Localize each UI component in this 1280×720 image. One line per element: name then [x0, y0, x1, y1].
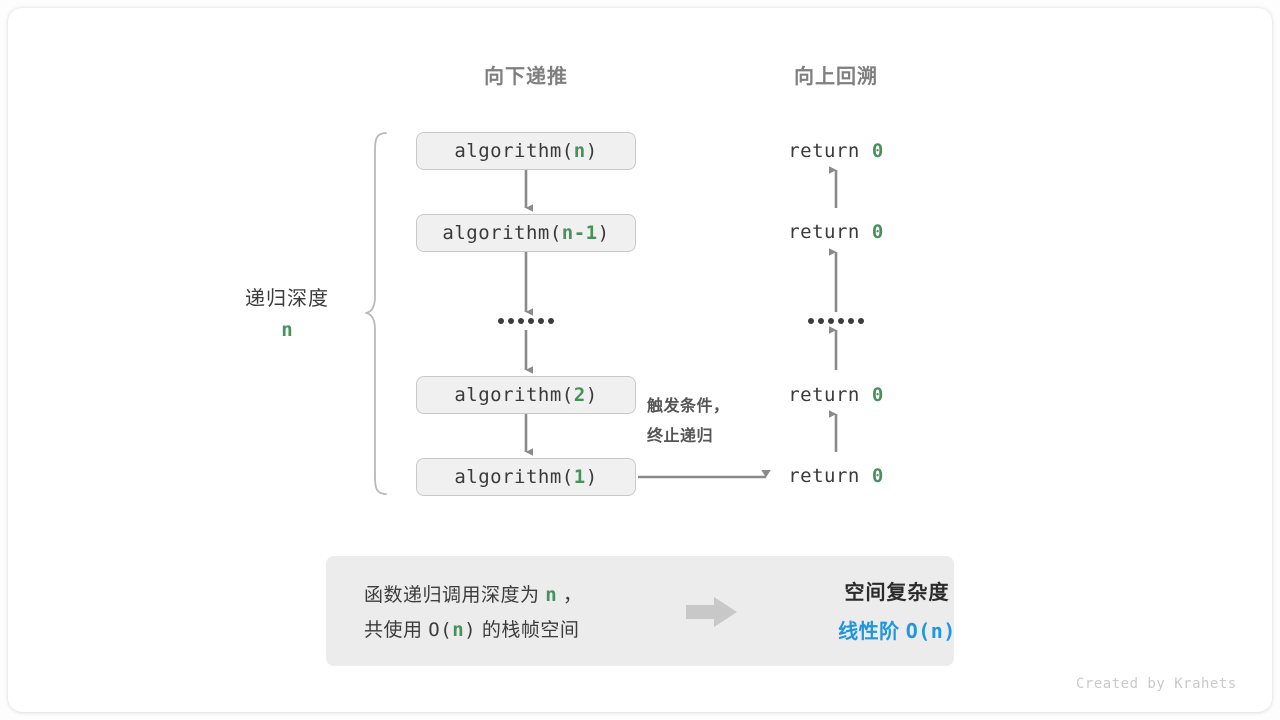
ellipsis-dots-right: [808, 318, 864, 324]
summary-line2-var: n: [452, 619, 465, 641]
call-box-suffix: ): [585, 384, 598, 406]
credit-text: Created by Krahets: [1076, 676, 1237, 692]
summary-line2-bigo: O(: [428, 619, 453, 641]
termination-annotation-line2: 终止递归: [647, 428, 714, 445]
call-box-arg: n-1: [561, 222, 598, 244]
return-statement: return 0: [788, 221, 884, 243]
column-header-downward: 向下递推: [484, 66, 568, 88]
summary-conclusion-value: 线性阶 O(n): [838, 615, 956, 644]
call-box-arg: 1: [573, 466, 586, 488]
return-statement: return 0: [788, 384, 884, 406]
recursion-depth-text: 递归深度: [245, 288, 329, 310]
call-box-suffix: ): [585, 140, 598, 162]
summary-line1-comma: ，: [563, 585, 583, 606]
call-box-suffix: ): [597, 222, 610, 244]
return-keyword: return: [788, 465, 860, 487]
call-box: algorithm(n-1): [416, 214, 636, 252]
call-box: algorithm(2): [416, 376, 636, 414]
return-value: 0: [871, 384, 884, 406]
call-box-prefix: algorithm(: [454, 466, 574, 488]
summary-conclusion-title: 空间复杂度: [844, 582, 950, 604]
recursion-depth-value: n: [281, 319, 293, 341]
call-box-arg: 2: [573, 384, 586, 406]
call-box-arg: n: [573, 140, 586, 162]
return-statement: return 0: [788, 140, 884, 162]
return-statement: return 0: [788, 465, 884, 487]
column-header-upward: 向上回溯: [794, 66, 878, 88]
return-keyword: return: [788, 221, 860, 243]
summary-line1-text: 函数递归调用深度为: [364, 585, 540, 606]
return-value: 0: [871, 465, 884, 487]
call-box: algorithm(n): [416, 132, 636, 170]
call-box-prefix: algorithm(: [442, 222, 562, 244]
return-value: 0: [871, 221, 884, 243]
summary-line1-var: n: [545, 584, 558, 606]
return-value: 0: [871, 140, 884, 162]
summary-panel: 函数递归调用深度为 n ， 共使用 O(n) 的栈帧空间 空间复杂度 线性阶 O…: [326, 556, 956, 666]
return-keyword: return: [788, 384, 860, 406]
call-box: algorithm(1): [416, 458, 636, 496]
summary-conclusion-order: 线性阶: [838, 621, 900, 643]
summary-line2-paren: ): [464, 619, 477, 641]
summary-conclusion-notation: O(n): [905, 619, 956, 643]
summary-conclusion: 空间复杂度 线性阶 O(n): [838, 576, 956, 644]
call-box-prefix: algorithm(: [454, 384, 574, 406]
summary-description: 函数递归调用深度为 n ， 共使用 O(n) 的栈帧空间: [364, 578, 583, 648]
summary-line-2: 共使用 O(n) 的栈帧空间: [364, 613, 583, 648]
termination-annotation: 触发条件， 终止递归: [647, 392, 730, 452]
termination-annotation-line1: 触发条件，: [647, 398, 730, 415]
summary-line2-text: 共使用: [364, 620, 423, 641]
right-block-arrow-icon: [686, 597, 737, 627]
call-box-suffix: ): [585, 466, 598, 488]
return-keyword: return: [788, 140, 860, 162]
call-box-prefix: algorithm(: [454, 140, 574, 162]
summary-line2-tail: 的栈帧空间: [481, 620, 580, 641]
recursion-depth-label: 递归深度 n: [245, 282, 329, 341]
summary-line-1: 函数递归调用深度为 n ，: [364, 578, 583, 613]
ellipsis-dots-left: [498, 318, 554, 324]
